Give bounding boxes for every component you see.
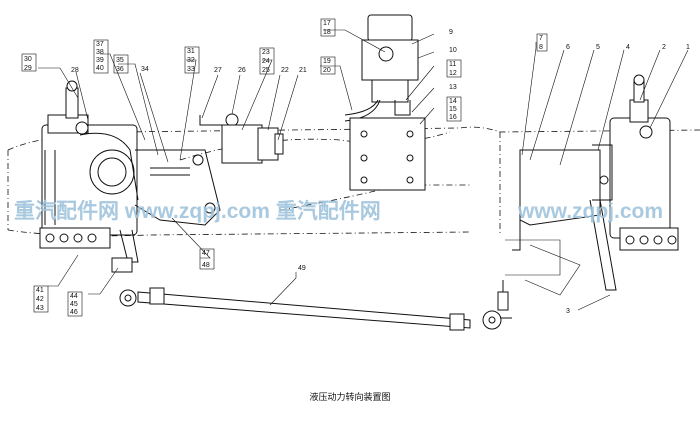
part-label-10: 10 <box>449 47 457 54</box>
part-label-28: 28 <box>71 67 79 74</box>
part-label-49: 49 <box>298 265 306 272</box>
part-label-19: 19 <box>323 58 331 65</box>
leader-lines <box>38 29 689 311</box>
part-labels: 30 29 28 37 38 39 40 35 36 34 31 32 33 2… <box>24 20 690 316</box>
part-label-45: 45 <box>70 301 78 308</box>
watermark-left: 重汽配件网 www.zqpj.com 重汽配件网 <box>14 199 381 223</box>
part-label-36: 36 <box>116 66 124 73</box>
part-label-34: 34 <box>141 66 149 73</box>
hose-valve-assembly <box>199 113 284 164</box>
drag-link <box>119 280 512 331</box>
part-label-13: 13 <box>449 84 457 91</box>
part-label-15: 15 <box>449 106 457 113</box>
part-label-35: 35 <box>116 57 124 64</box>
part-label-39: 39 <box>96 57 104 64</box>
part-label-9: 9 <box>449 29 453 36</box>
label-boxes <box>21 18 548 317</box>
part-label-37: 37 <box>96 41 104 48</box>
part-label-11: 11 <box>449 61 456 68</box>
part-label-3: 3 <box>566 308 570 315</box>
part-label-33: 33 <box>187 66 195 73</box>
part-label-1: 1 <box>686 44 690 51</box>
watermark-right: www.zqpj.com <box>517 200 663 223</box>
part-label-2: 2 <box>662 44 666 51</box>
part-label-31: 31 <box>187 48 195 55</box>
right-steering-gear <box>505 74 679 296</box>
part-label-12: 12 <box>449 70 457 77</box>
pitman-arm-bracket <box>111 149 221 273</box>
part-label-42: 42 <box>36 296 44 303</box>
part-label-47: 47 <box>202 250 210 257</box>
part-label-32: 32 <box>187 57 195 64</box>
part-label-4: 4 <box>626 44 630 51</box>
part-label-17: 17 <box>323 20 331 27</box>
part-label-30: 30 <box>24 56 32 63</box>
part-label-40: 40 <box>96 65 104 72</box>
oil-reservoir <box>344 14 426 191</box>
part-label-27: 27 <box>214 67 222 74</box>
part-label-43: 43 <box>36 305 44 312</box>
part-label-18: 18 <box>323 29 331 36</box>
part-label-44: 44 <box>70 293 78 300</box>
part-label-22: 22 <box>281 67 289 74</box>
part-label-48: 48 <box>202 262 210 269</box>
part-label-23: 23 <box>262 49 270 56</box>
part-label-41: 41 <box>36 287 44 294</box>
part-label-38: 38 <box>96 49 104 56</box>
part-label-7: 7 <box>539 35 543 42</box>
part-label-46: 46 <box>70 309 78 316</box>
part-label-20: 20 <box>323 67 331 74</box>
part-label-25: 25 <box>262 67 270 74</box>
part-label-14: 14 <box>449 98 457 105</box>
part-label-5: 5 <box>596 44 600 51</box>
part-label-8: 8 <box>539 44 543 51</box>
diagram-caption: 液压动力转向装置图 <box>309 391 390 402</box>
part-label-24: 24 <box>262 58 270 65</box>
part-label-6: 6 <box>566 44 570 51</box>
left-steering-gear <box>39 80 139 249</box>
part-label-16: 16 <box>449 114 457 121</box>
part-label-29: 29 <box>24 65 32 72</box>
part-label-26: 26 <box>238 67 246 74</box>
part-label-21: 21 <box>299 67 307 74</box>
